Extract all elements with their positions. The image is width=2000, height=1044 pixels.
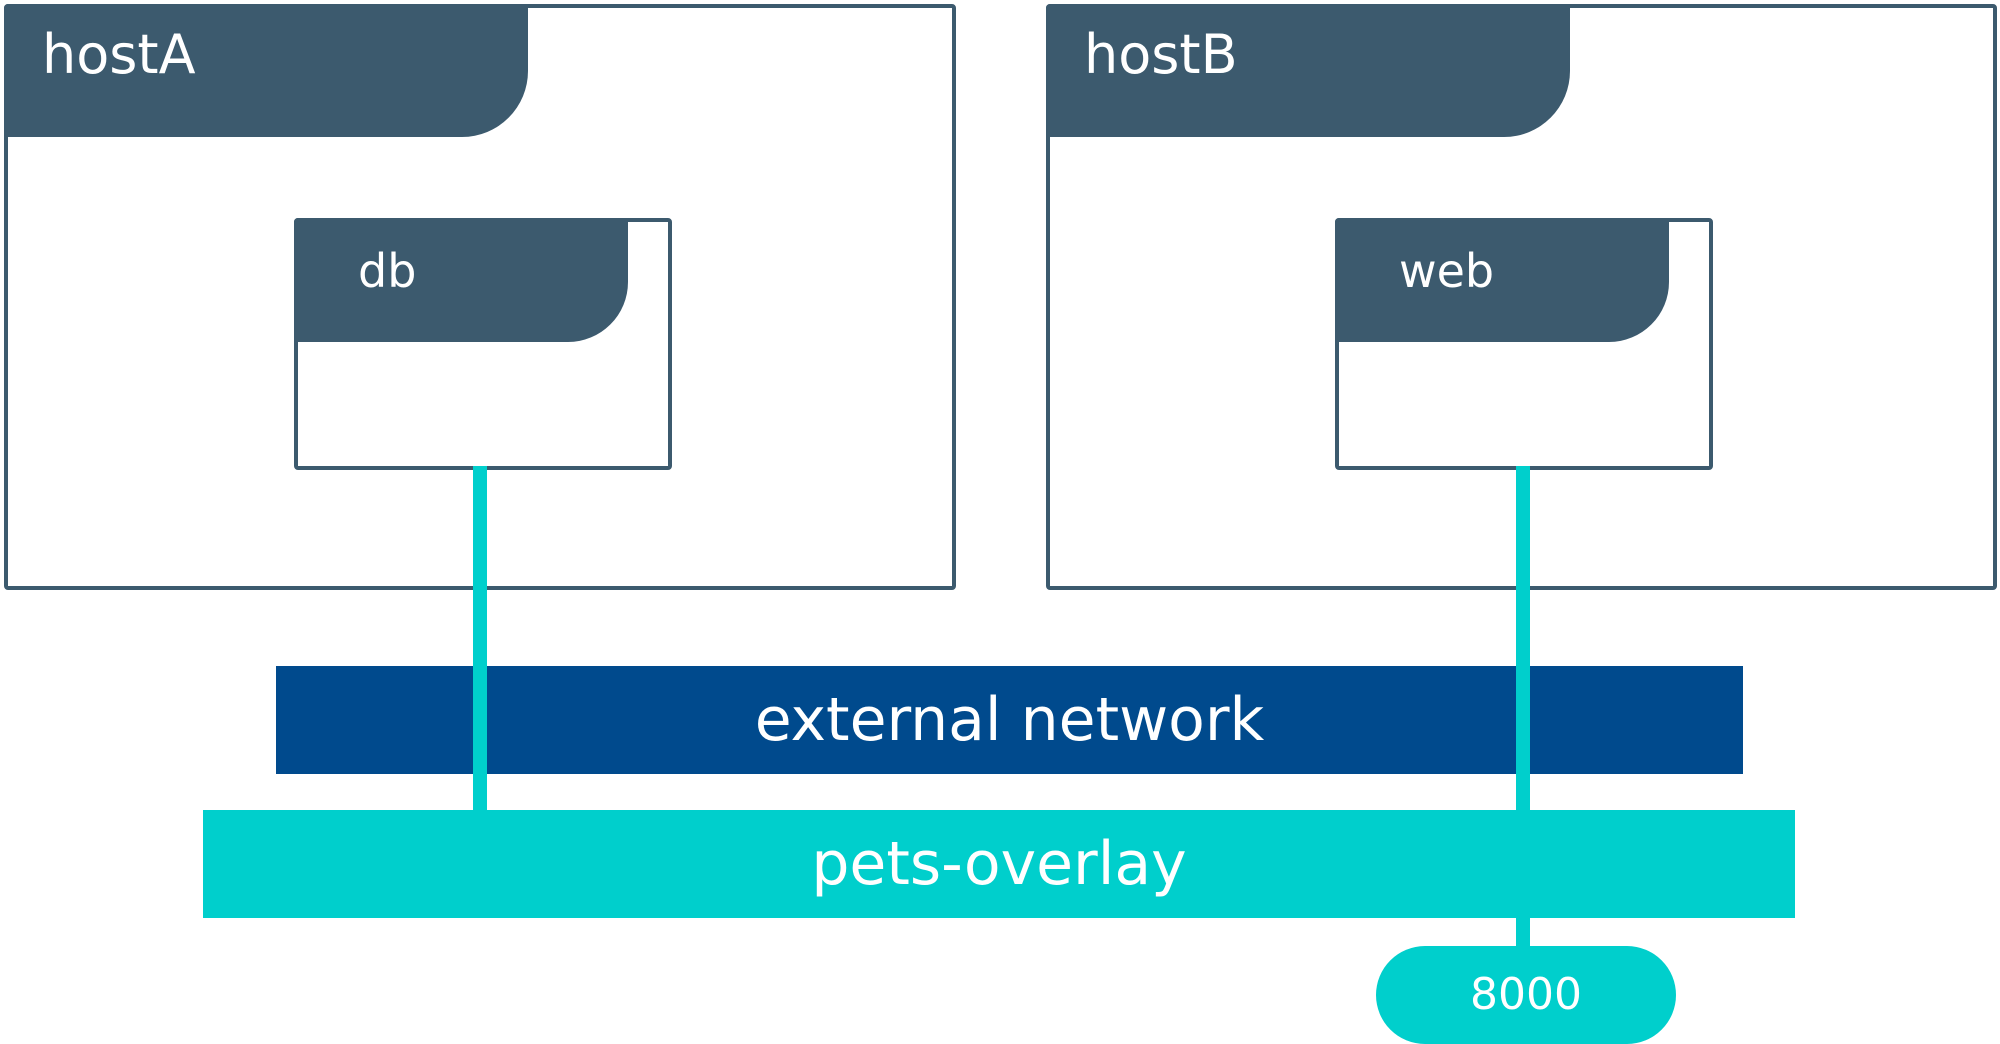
db-overlay-link <box>473 466 487 816</box>
pets-overlay-network-bar: pets-overlay <box>203 810 1795 918</box>
published-port-badge: 8000 <box>1376 946 1676 1044</box>
host-a-box: hostA db <box>4 4 956 590</box>
pets-overlay-label: pets-overlay <box>811 829 1187 899</box>
host-a-label: hostA <box>4 4 528 137</box>
host-b-label: hostB <box>1046 4 1570 137</box>
published-port-label: 8000 <box>1470 969 1582 1020</box>
web-container-box: web <box>1335 218 1713 470</box>
external-network-label: external network <box>754 685 1265 755</box>
external-network-bar: external network <box>276 666 1743 774</box>
db-container-label: db <box>294 218 628 342</box>
web-container-label: web <box>1335 218 1669 342</box>
db-container-box: db <box>294 218 672 470</box>
web-overlay-link <box>1516 466 1530 956</box>
